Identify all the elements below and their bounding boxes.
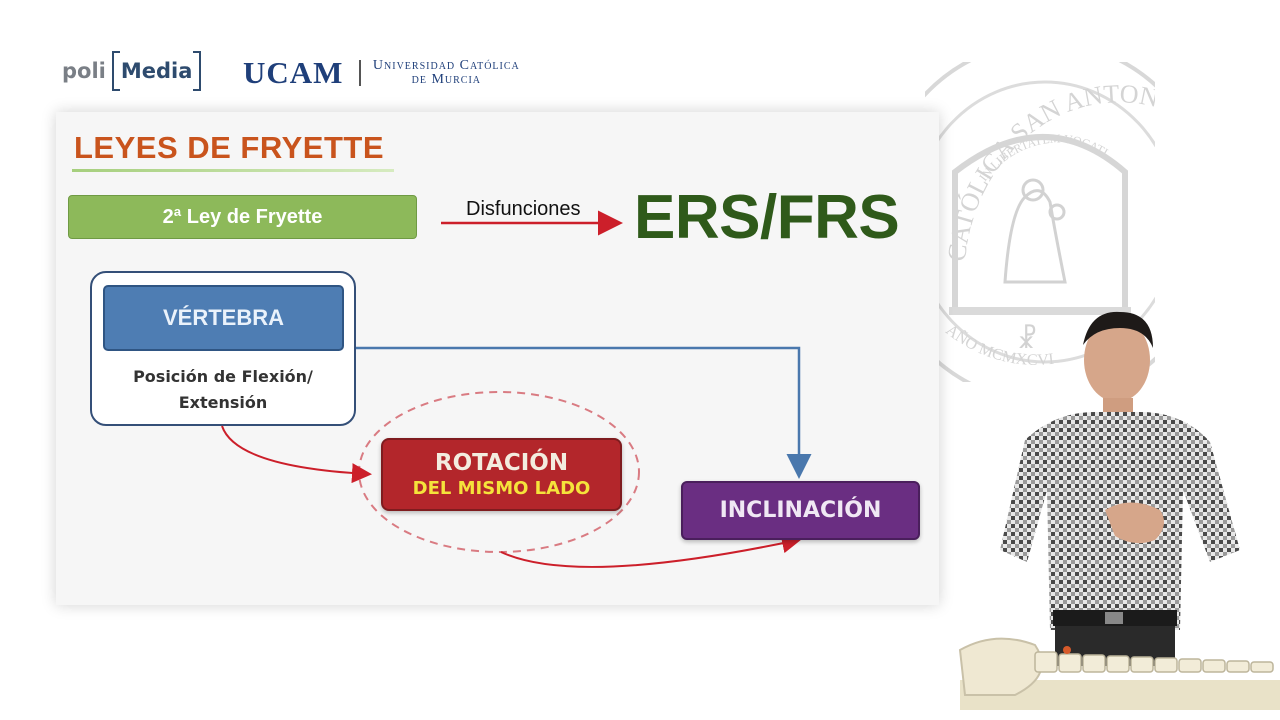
vertebra-description: Posición de Flexión/ Extensión [90,364,356,416]
vertebra-description-line2: Extensión [178,393,268,412]
rotation-box: ROTACIÓN DEL MISMO LADO [381,438,622,511]
slide-title: LEYES DE FRYETTE [74,130,385,165]
poli-logo-text: poli [62,59,106,83]
vertebra-description-line1: Posición de Flexión/ [133,367,313,386]
presenter-figure [958,311,1280,710]
seal-ring-text: CATÓLICA SAN ANTONIO [925,62,1155,263]
vertebra-box: VÉRTEBRA [103,285,344,351]
title-underline [72,169,394,172]
dysfunction-arrow-label: Disfunciones [466,198,581,220]
polimedia-logo: poli Media [62,50,201,92]
ucam-name-line2: de Murcia [411,72,482,87]
law-label-box: 2ª Ley de Fryette [68,195,417,239]
diagram-connectors [221,210,812,568]
svg-text:☧: ☧ [1017,324,1037,355]
slide-panel: LEYES DE FRYETTE 2ª Ley de Fryette Disfu… [56,112,939,605]
rotation-sublabel: DEL MISMO LADO [412,478,591,499]
ucam-name-line1: Universidad Católica [372,58,520,73]
vertebra-to-inclination-arrow [356,346,812,479]
rotation-label: ROTACIÓN [434,450,569,476]
ers-frs-result: ERS/FRS [634,183,900,252]
vertebra-to-rotation-arrow [221,425,372,484]
ucam-university-name: Universidad Católica de Murcia [373,59,520,87]
university-seal-watermark: CATÓLICA SAN ANTONIO IN LIBERTATEM VOCAT… [925,62,1155,382]
ucam-logo-divider [359,60,361,86]
media-logo-bracket: Media [111,51,202,91]
ucam-logo-text: UCAM [243,55,344,90]
rotation-to-inclination-arrow [500,533,802,568]
media-logo-text: Media [120,59,193,83]
inclination-box: INCLINACIÓN [681,481,920,540]
ucam-logo: UCAM Universidad Católica de Murcia [243,55,520,91]
